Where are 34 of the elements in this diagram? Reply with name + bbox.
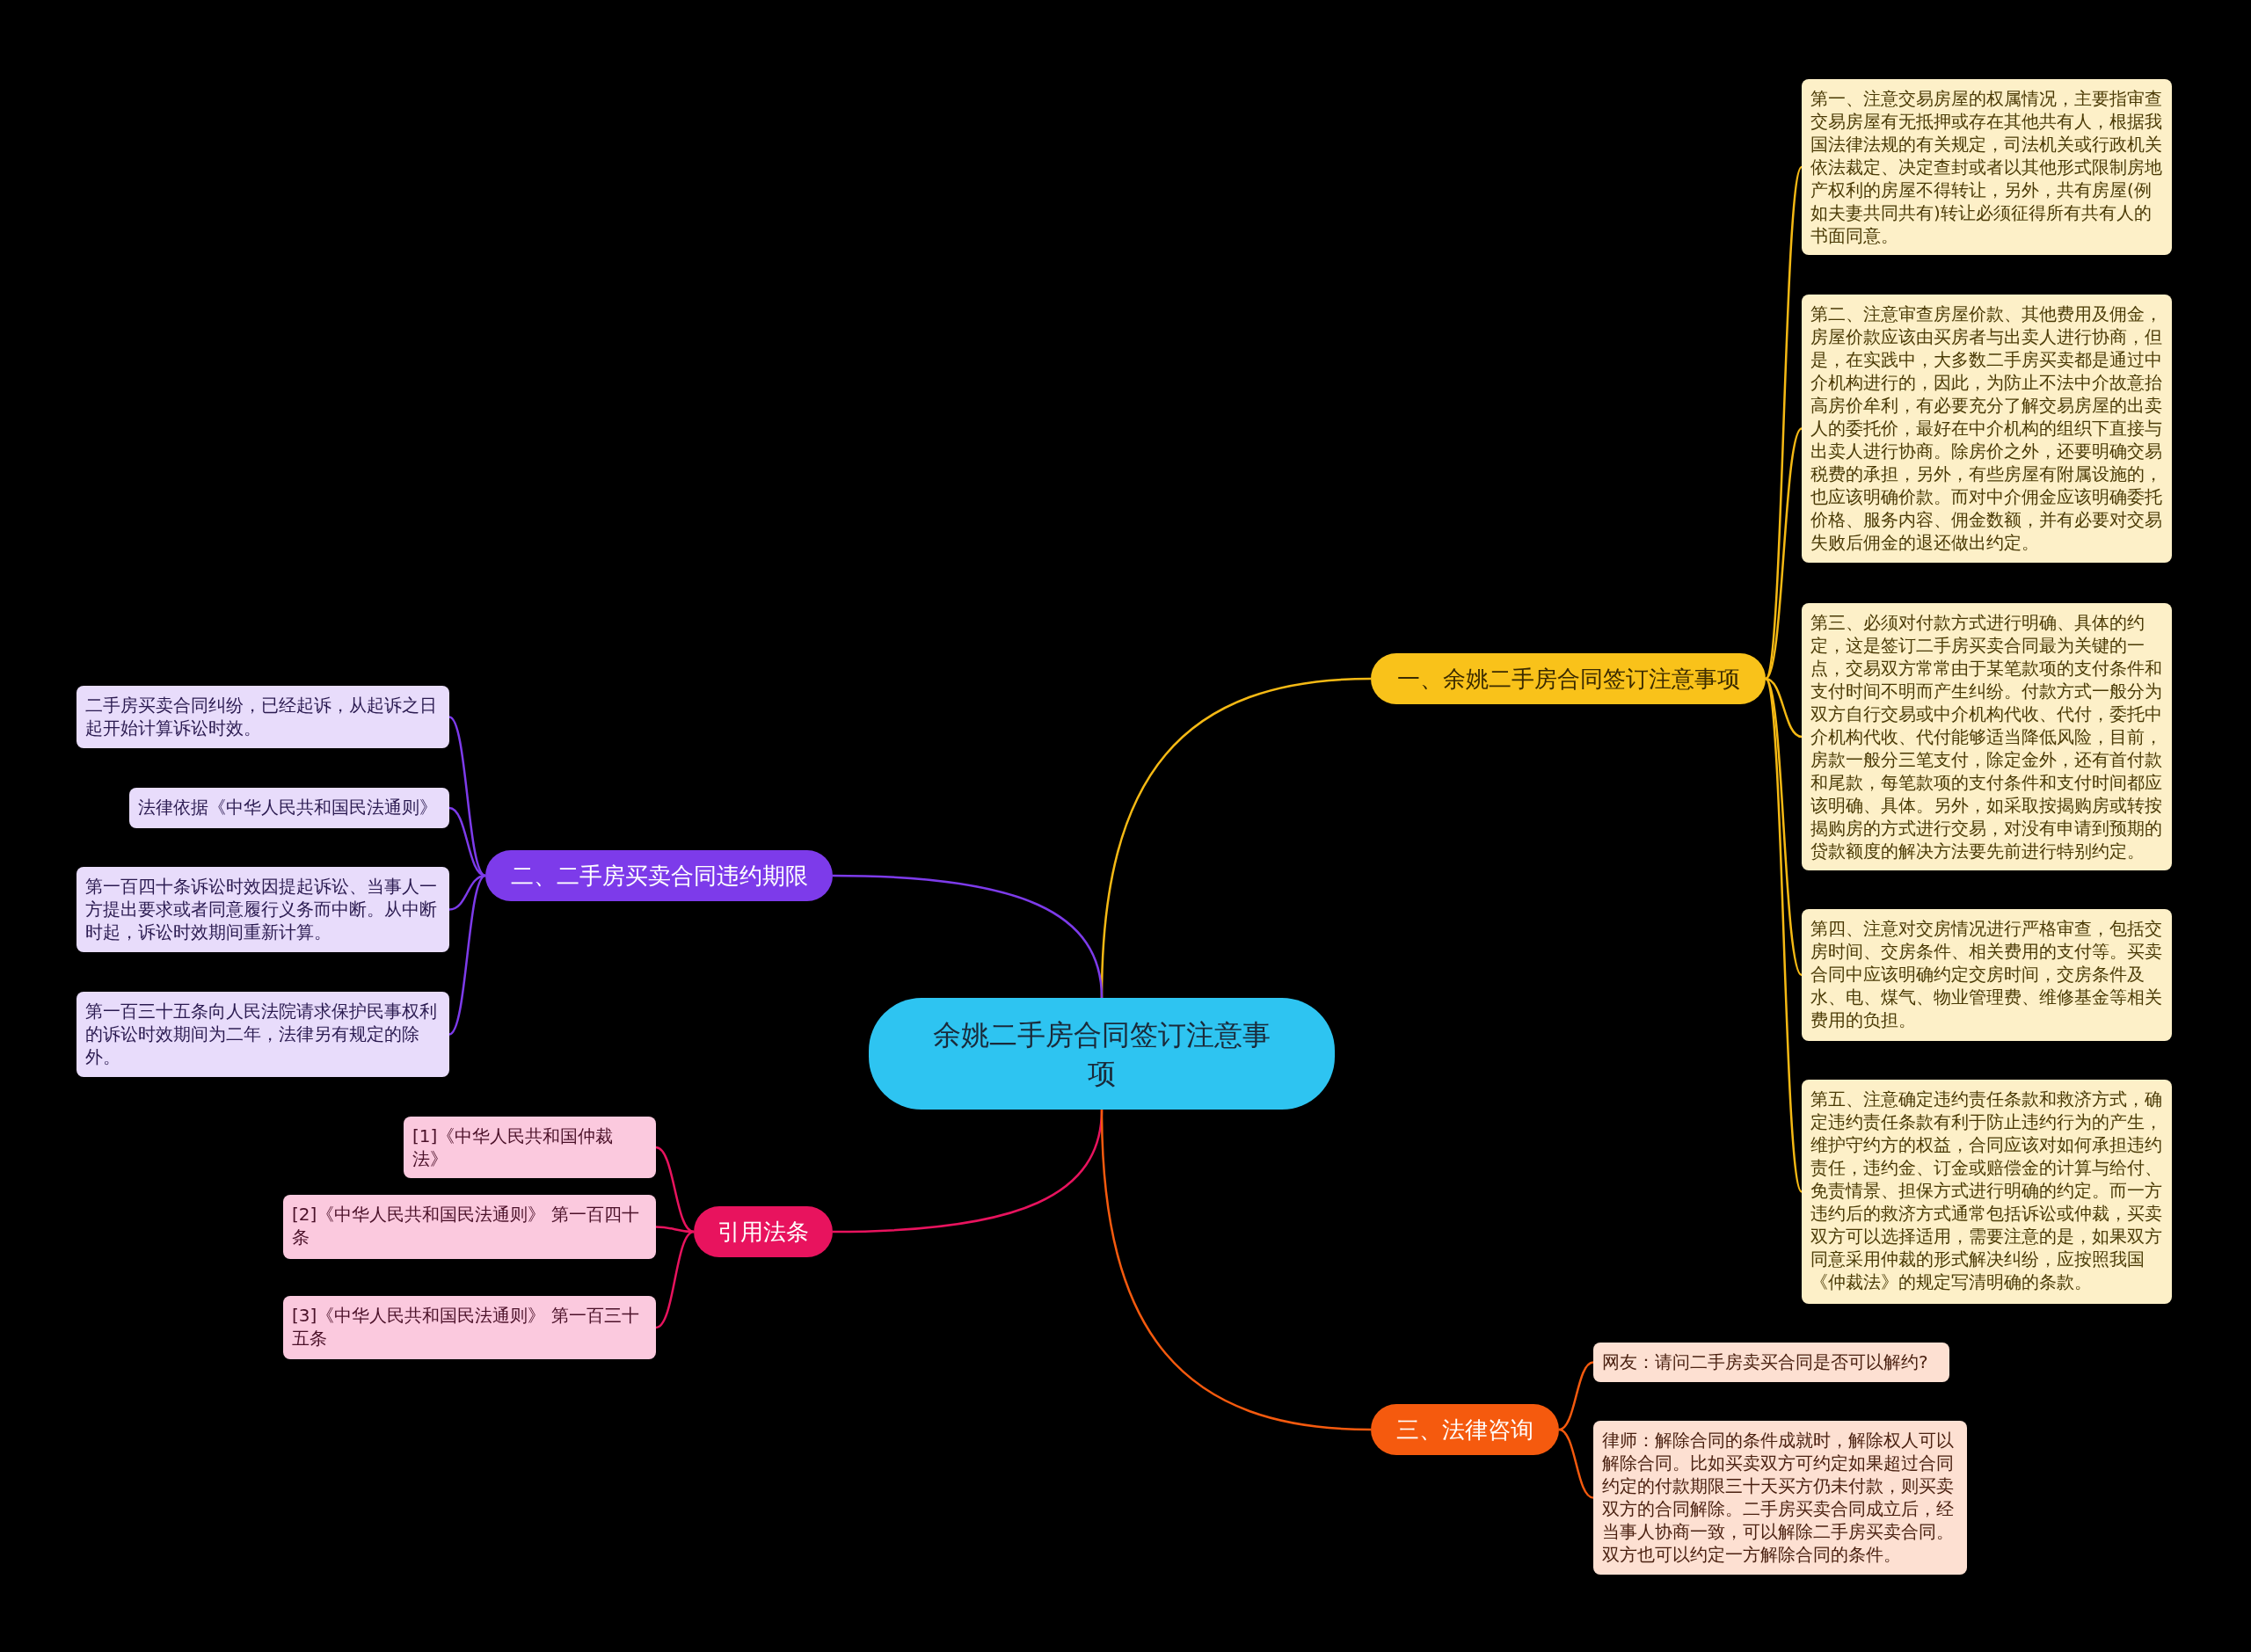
connector-line — [448, 806, 486, 877]
connector-line — [1558, 1361, 1594, 1431]
connector-line — [832, 874, 1104, 999]
connector-line — [1764, 166, 1803, 680]
note-box: [2]《中华人民共和国民法通则》 第一百四十条 — [283, 1195, 656, 1259]
branch-topic: 引用法条 — [694, 1206, 833, 1257]
note-box: 第五、注意确定违约责任条款和救济方式，确定违约责任条款有利于防止违约行为的产生，维护守约方的权益，合同应该对如何承担违约责任，违约金、订金或赔偿金的计算与给付、免责情景、担保方式进行明确的约定。而一方违约后的救济方式通常包括诉讼或仲裁，买卖双方可以选择适用，需要注意的是，如果双方同意采用仲裁的形式解决纠纷，应按照我国《仲裁法》的规定写清明确的条款。 — [1802, 1080, 2172, 1304]
note-box: 二手房买卖合同纠纷，已经起诉，从起诉之日起开始计算诉讼时效。 — [76, 686, 449, 748]
note-box: 第二、注意审查房屋价款、其他费用及佣金，房屋价款应该由买房者与出卖人进行协商，但是，在实践中，大多数二手房买卖都是通过中介机构进行的，因此，为防止不法中介故意抬高房价牟利，有必要充分了解交易房屋的出卖人的委托价，最好在中介机构的组织下直接与出卖人进行协商。除房价之外，还要明确交易税费的承担，另外，有些房屋有附属设施的，也应该明确价款。而对中介佣金应该明确委托价格、服务内容、佣金数额，并有必要对交易失败后佣金的退还做出约定。 — [1802, 295, 2172, 563]
note-box: 律师：解除合同的条件成就时，解除权人可以解除合同。比如买卖双方可约定如果超过合同约定的付款期限三十天买方仍未付款，则买卖双方的合同解除。二手房买卖合同成立后，经当事人协商一致，可以解除二手房买卖合同。双方也可以约定一方解除合同的条件。 — [1593, 1421, 1967, 1575]
branch-topic: 一、余姚二手房合同签订注意事项 — [1371, 653, 1766, 704]
connector-line — [1765, 677, 1803, 739]
note-box: 网友：请问二手房卖买合同是否可以解约? — [1593, 1343, 1949, 1382]
connector-line — [448, 875, 486, 1036]
note-box: 第一百四十条诉讼时效因提起诉讼、当事人一方提出要求或者同意履行义务而中断。从中断时起，诉讼时效期间重新计算。 — [76, 867, 449, 952]
note-box: 第一百三十五条向人民法院请求保护民事权利的诉讼时效期间为二年，法律另有规定的除外。 — [76, 992, 449, 1077]
note-box: 法律依据《中华人民共和国民法通则》 — [129, 788, 449, 828]
connector-line — [448, 874, 486, 911]
connector-line — [1765, 678, 1803, 976]
note-box: [3]《中华人民共和国民法通则》 第一百三十五条 — [283, 1296, 656, 1359]
note-box: 第四、注意对交房情况进行严格审查，包括交房时间、交房条件、相关费用的支付等。买卖合同中应该明确约定交房时间，交房条件及水、电、煤气、物业管理费、维修基金等相关费用的负担。 — [1802, 909, 2172, 1041]
connector-line — [448, 716, 486, 877]
note-box: 第一、注意交易房屋的权属情况，主要指审查交易房屋有无抵押或存在其他共有人，根据我国法律法规的有关规定，司法机关或行政机关依法裁定、决定查封或者以其他形式限制房地产权利的房屋不得转让，另外，共有房屋(例如夫妻共同共有)转让必须征得所有共有人的书面同意。 — [1802, 79, 2172, 255]
note-box: 第三、必须对付款方式进行明确、具体的约定，这是签订二手房买卖合同最为关键的一点，交易双方常常由于某笔款项的支付条件和支付时间不明而产生纠纷。付款方式一般分为双方自行交易或中介机构代收、代付，委托中介机构代收、代付能够适当降低风险，目前，房款一般分三笔支付，除定金外，还有首付款和尾款，每笔款项的支付条件和支付时间都应该明确、具体。另外，如采取按揭购房或转按揭购房的方式进行交易，对没有申请到预期的贷款额度的解决方法要先前进行特别约定。 — [1802, 603, 2172, 870]
note-box: [1]《中华人民共和国仲裁法》 — [404, 1117, 656, 1178]
connector-line — [1764, 678, 1803, 1192]
connector-line — [655, 1146, 695, 1234]
branch-topic: 三、法律咨询 — [1371, 1404, 1559, 1455]
branch-topic: 二、二手房买卖合同违约期限 — [485, 850, 833, 901]
central-topic: 余姚二手房合同签订注意事项 — [869, 998, 1335, 1110]
connector-line — [655, 1230, 695, 1329]
connector-line — [1765, 427, 1803, 680]
connector-line — [1100, 1109, 1372, 1431]
connector-line — [1558, 1428, 1594, 1499]
